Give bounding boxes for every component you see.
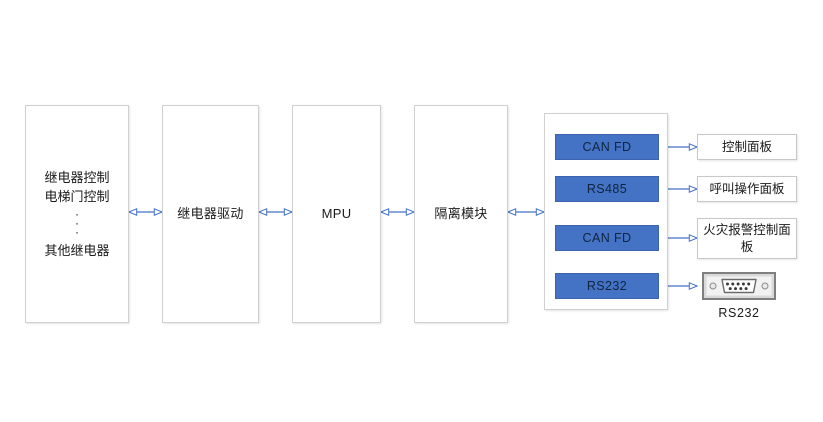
mpu-label: MPU bbox=[321, 205, 352, 221]
bus-interface-label: RS232 bbox=[586, 279, 628, 293]
ellipsis-dot-2: · bbox=[74, 215, 79, 230]
target-fire-alarm-control-panel[interactable]: 火灾报警控制面板 bbox=[697, 218, 797, 259]
bus-interface-label: RS485 bbox=[586, 182, 628, 196]
block-relay-driver[interactable]: 继电器驱动 bbox=[162, 105, 259, 323]
ellipsis-dot-3: · bbox=[74, 224, 79, 239]
block-relay-sources[interactable]: 继电器控制 电梯门控制 · · · 其他继电器 bbox=[25, 105, 129, 323]
bus-interface-panel: CAN FD RS485 CAN FD RS232 bbox=[544, 113, 668, 310]
block-isolation-module[interactable]: 隔离模块 bbox=[414, 105, 508, 323]
relay-sources-text: 继电器控制 电梯门控制 · · · 其他继电器 bbox=[44, 168, 109, 261]
relay-sources-line-1: 继电器控制 bbox=[44, 169, 110, 185]
bus-interface-canfd-1[interactable]: CAN FD bbox=[555, 134, 659, 160]
ellipsis-dot-1: · bbox=[74, 206, 79, 221]
target-label: 控制面板 bbox=[721, 139, 772, 154]
target-call-operation-panel[interactable]: 呼叫操作面板 bbox=[697, 176, 797, 202]
rs232-connector-caption: RS232 bbox=[718, 306, 760, 320]
bus-interface-label: CAN FD bbox=[582, 140, 632, 154]
relay-sources-line-2: 电梯门控制 bbox=[44, 189, 110, 205]
rs232-connector-icon bbox=[702, 272, 776, 300]
target-label: 火灾报警控制面板 bbox=[703, 222, 791, 254]
bus-interface-rs485[interactable]: RS485 bbox=[555, 176, 659, 202]
relay-sources-line-3: 其他继电器 bbox=[44, 242, 110, 258]
bus-interface-rs232[interactable]: RS232 bbox=[555, 273, 659, 299]
bus-interface-canfd-2[interactable]: CAN FD bbox=[555, 225, 659, 251]
relay-driver-label: 继电器驱动 bbox=[177, 205, 244, 221]
block-mpu[interactable]: MPU bbox=[292, 105, 381, 323]
vertical-ellipsis-icon: · · · bbox=[74, 206, 79, 239]
bus-interface-label: CAN FD bbox=[582, 231, 632, 245]
target-label: 呼叫操作面板 bbox=[709, 181, 785, 196]
isolation-module-label: 隔离模块 bbox=[434, 205, 488, 221]
target-control-panel[interactable]: 控制面板 bbox=[697, 134, 797, 160]
